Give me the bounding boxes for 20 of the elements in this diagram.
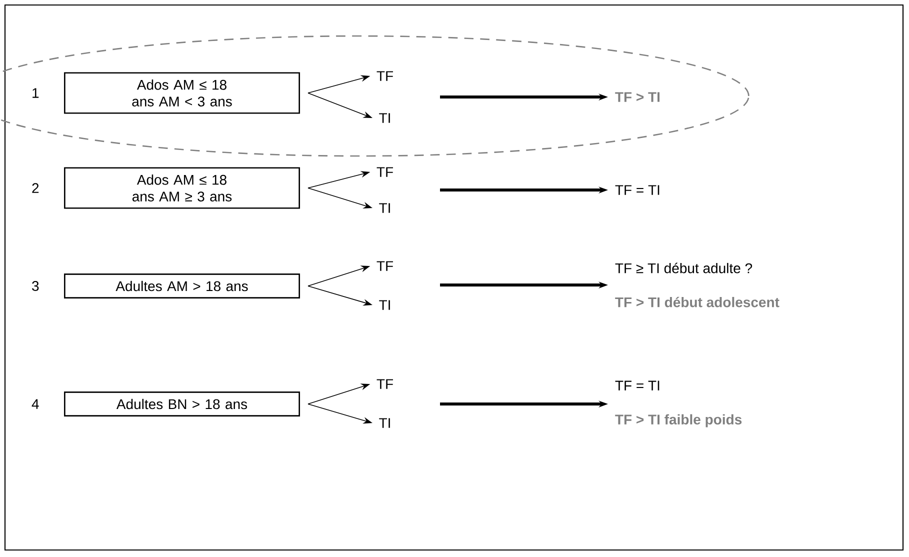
- group-box: Ados AM ≤ 18 ans AM ≥ 3 ans: [64, 167, 300, 209]
- branch-label: TI: [379, 418, 390, 428]
- branch-label: TF: [376, 71, 393, 81]
- group-box: Ados AM ≤ 18 ans AM < 3 ans: [64, 72, 300, 114]
- row-number: 1: [32, 88, 39, 98]
- row-number: 4: [32, 399, 39, 409]
- branch-label: TF: [376, 167, 393, 177]
- branch-label: TF: [376, 261, 393, 271]
- branch-label: TI: [379, 203, 390, 213]
- result-text: TF = TI: [615, 185, 660, 195]
- row-number: 2: [32, 183, 39, 193]
- result-text: TF = TI TF > TI faible poids: [615, 380, 742, 428]
- group-box: Adultes BN > 18 ans: [64, 392, 300, 416]
- branch-label: TI: [379, 300, 390, 310]
- result-text: TF > TI: [615, 92, 660, 102]
- group-box: Adultes AM > 18 ans: [64, 274, 300, 298]
- result-text: TF ≥ TI début adulte ? TF > TI début adolescent: [615, 262, 780, 308]
- branch-label: TI: [379, 113, 390, 123]
- row-number: 3: [32, 281, 39, 291]
- branch-label: TF: [376, 379, 393, 389]
